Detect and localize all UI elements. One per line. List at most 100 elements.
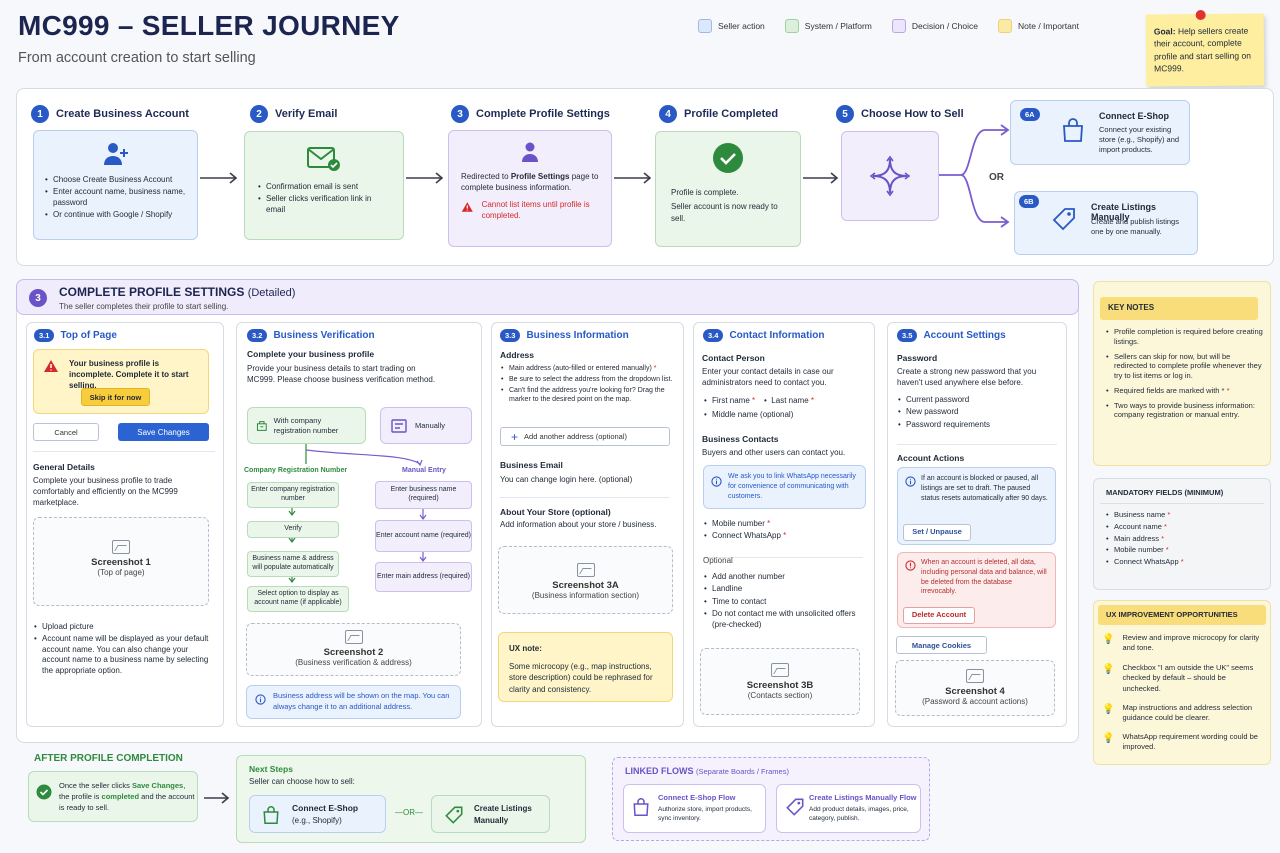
option-6a-text: Connect your existing store (e.g., Shopi… (1099, 125, 1180, 155)
flow-populate: Business name & address will populate au… (247, 551, 339, 577)
store-title: About Your Store (optional) (500, 507, 611, 517)
flow-enter-business-name: Enter business name (required) (375, 481, 472, 509)
linked-create-listings-flow[interactable]: Create Listings Manually Flow Add produc… (776, 784, 921, 833)
screenshot-2: Screenshot 2(Business verification & add… (246, 623, 461, 676)
key-notes-list: Profile completion is required before cr… (1105, 327, 1263, 422)
business-contacts-title: Business Contacts (702, 434, 779, 444)
option-6b-box[interactable]: 6B Create Listings Manually Create and p… (1014, 191, 1198, 255)
next-or-label: —OR— (395, 808, 423, 817)
legend: Seller action System / Platform Decision… (698, 19, 1079, 33)
after-completion-box: Once the seller clicks Save Changes, the… (28, 771, 198, 822)
next-connect-eshop[interactable]: Connect E-Shop (e.g., Shopify) (249, 795, 386, 833)
plus-icon: + (511, 429, 519, 444)
password-fields: Current passwordNew passwordPassword req… (897, 395, 1057, 432)
shopping-bag-icon (633, 798, 649, 816)
check-circle-icon (671, 142, 785, 177)
arrow-1-2 (200, 172, 238, 184)
legend-system: System / Platform (784, 19, 872, 33)
image-icon (771, 663, 789, 677)
info-icon (255, 694, 266, 705)
address-map-info: Business address will be shown on the ma… (246, 685, 461, 719)
or-label: OR (989, 172, 1004, 183)
whatsapp-info: We ask you to link WhatsApp necessarily … (703, 465, 866, 509)
flow-enter-main-address: Enter main address (required) (375, 562, 472, 592)
skip-button[interactable]: Skip it for now (81, 388, 150, 406)
step-2-box: Confirmation email is sentSeller clicks … (244, 131, 404, 240)
flow-enter-account-name: Enter account name (required) (375, 520, 472, 552)
ux-opportunities-panel: UX IMPROVEMENT OPPORTUNITIES 💡Review and… (1093, 600, 1271, 765)
general-details-text: Complete your business profile to trade … (33, 476, 178, 508)
image-icon (576, 563, 595, 577)
next-steps-title: Next Steps (249, 764, 293, 774)
set-unpause-button[interactable]: Set / Unpause (903, 524, 971, 541)
image-icon (112, 540, 130, 554)
verification-text: Provide your business details to start t… (247, 364, 436, 385)
account-actions-title: Account Actions (897, 453, 965, 463)
warning-icon (461, 202, 473, 213)
next-steps-panel: Next Steps Seller can choose how to sell… (236, 755, 586, 843)
option-company-registration[interactable]: With company registration number (247, 407, 366, 444)
add-address-button[interactable]: +Add another address (optional) (500, 427, 670, 446)
tag-icon (786, 798, 804, 816)
general-details-title: General Details (33, 462, 95, 472)
contact-required-fields: Mobile number * Connect WhatsApp * (703, 519, 873, 544)
linked-flows-panel: LINKED FLOWS (Separate Boards / Frames) … (612, 757, 930, 841)
pause-info: If an account is blocked or paused, all … (897, 467, 1056, 545)
password-text: Create a strong new password that you ha… (897, 367, 1037, 388)
screenshot-3a: Screenshot 3A(Business information secti… (498, 546, 673, 614)
shopping-bag-icon (1063, 118, 1083, 142)
mandatory-fields-panel: MANDATORY FIELDS (MINIMUM) Business name… (1093, 478, 1271, 590)
password-title: Password (897, 353, 938, 363)
email-verified-icon (257, 146, 391, 174)
mandatory-list: Business name * Account name * Main addr… (1105, 510, 1263, 569)
verification-heading: Complete your business profile (247, 349, 375, 359)
cancel-button[interactable]: Cancel (33, 423, 99, 441)
flow-verify: Verify (247, 521, 339, 538)
lightbulb-icon: 💡 (1102, 732, 1115, 744)
lightbulb-icon: 💡 (1102, 634, 1115, 645)
manage-cookies-button[interactable]: Manage Cookies (896, 636, 987, 654)
info-icon (711, 476, 722, 487)
incomplete-warning: Your business profile is incomplete. Com… (33, 349, 209, 414)
alert-icon (905, 560, 916, 571)
pin-icon (1195, 9, 1206, 21)
form-icon (391, 418, 407, 433)
detail-header: 3 COMPLETE PROFILE SETTINGS (Detailed) T… (16, 279, 1079, 315)
address-title: Address (500, 350, 535, 360)
building-icon (256, 420, 267, 431)
lightbulb-icon: 💡 (1102, 664, 1115, 676)
delete-account-button[interactable]: Delete Account (903, 607, 975, 624)
option-6b-title: Create Listings Manually (1091, 202, 1157, 222)
shopping-bag-icon (263, 806, 279, 824)
option-6a-tag: 6A (1020, 108, 1040, 121)
ux-opportunities-title: UX IMPROVEMENT OPPORTUNITIES (1098, 605, 1266, 625)
key-notes-title: KEY NOTES (1100, 297, 1258, 320)
business-email-title: Business Email (500, 460, 563, 470)
screenshot-3b: Screenshot 3B(Contacts section) (700, 648, 860, 715)
linked-connect-eshop-flow[interactable]: Connect E-Shop Flow Authorize store, imp… (623, 784, 766, 833)
save-changes-button[interactable]: Save Changes (118, 423, 209, 441)
mandatory-title: MANDATORY FIELDS (MINIMUM) (1106, 488, 1224, 497)
business-email-text: You can change login here. (optional) (500, 475, 633, 484)
store-text: Add information about your store / busin… (500, 520, 657, 529)
key-notes-panel: KEY NOTES Profile completion is required… (1093, 281, 1271, 466)
lightbulb-icon: 💡 (1102, 703, 1115, 715)
arrow-2-3 (406, 172, 444, 184)
arrow-to-next-steps (204, 792, 230, 804)
option-6b-text: Create and publish listings one by one m… (1091, 217, 1179, 237)
branch-manual-label: Manual Entry (402, 467, 446, 474)
flow-enter-company-number: Enter company registration number (247, 482, 339, 508)
option-manual[interactable]: Manually (380, 407, 472, 444)
option-6a-box[interactable]: 6A Connect E-Shop Connect your existing … (1010, 100, 1190, 165)
next-create-listings[interactable]: Create Listings Manually (431, 795, 550, 833)
branch-company-label: Company Registration Number (244, 467, 348, 474)
top-notes-list: Upload pictureAccount name will be displ… (33, 622, 211, 678)
contact-fields: First name * • Last name * Middle name (… (703, 396, 873, 423)
